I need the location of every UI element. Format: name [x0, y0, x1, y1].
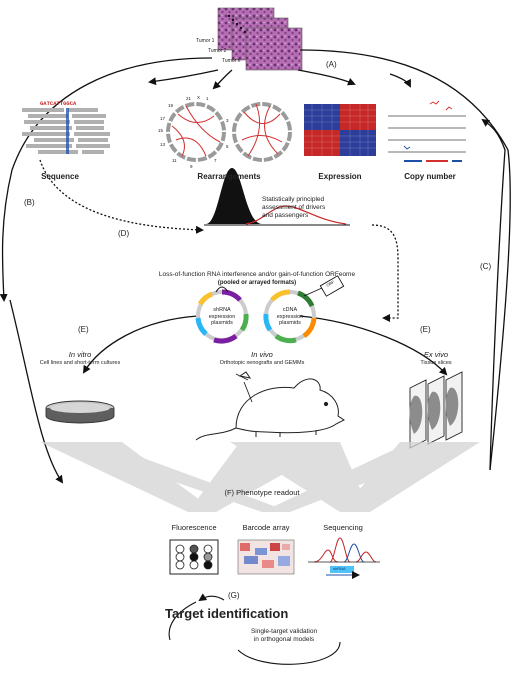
chrom-label-9: 9 [190, 164, 193, 169]
arrow-e-right [299, 315, 448, 376]
step-e-right-label: (E) [420, 325, 431, 334]
barcode-array-label: Barcode array [242, 523, 290, 532]
screen-format: (pooled or arrayed formats) [217, 280, 297, 286]
validation-loop [168, 593, 341, 665]
chrom-label-11: 11 [172, 158, 177, 163]
shrna-plasmid-label: shRNA expression plasmids [209, 307, 236, 327]
statistics-line-2: assessment of drivers [262, 204, 326, 211]
circos-plot-1 [166, 102, 226, 162]
copy-number-label: Copy number [404, 172, 456, 181]
sequence-label: Sequence [41, 172, 79, 181]
tumor-n-label: Tumor n [222, 58, 241, 64]
screen-description: Loss-of-function RNA interference and/or… [158, 271, 356, 278]
workflow-arrows [0, 49, 511, 484]
arrow-stats-to-screen [371, 224, 399, 322]
tumor-1-label: Tumor 1 [196, 38, 215, 44]
arrow-to-sequence [148, 69, 219, 86]
chrom-label-17: 17 [160, 116, 166, 121]
target-identification-title: Target identification [165, 606, 289, 621]
chrom-label-x: X [197, 95, 201, 100]
arrow-c-head [481, 118, 506, 471]
copy-number-tracks [388, 100, 466, 162]
validation-line-2: in orthogonal models [253, 636, 315, 643]
step-a-label: (A) [326, 60, 337, 69]
tumor-2-label: Tumor 2 [208, 48, 227, 54]
step-d-label: (D) [118, 229, 130, 238]
phenotype-funnel [40, 442, 480, 512]
sequencing-label: Sequencing [323, 523, 363, 532]
cdna-label-line-3: plasmids [279, 320, 301, 326]
chrom-label-5: 5 [226, 144, 229, 149]
mouse-icon [195, 371, 345, 441]
step-g-label: (G) [228, 591, 240, 600]
arrow-b-bottom [9, 299, 64, 484]
arrow-c-line [299, 49, 511, 471]
circos-plot-2 [232, 102, 292, 162]
arrow-to-expression [297, 69, 356, 86]
sequencing-tag-label: shRNA [333, 566, 346, 571]
chrom-label-13: 13 [160, 142, 166, 147]
expression-label: Expression [318, 172, 362, 181]
in-vivo-title: In vivo [251, 350, 273, 359]
ex-vivo-subtitle: Tissue slices [420, 360, 452, 366]
shrna-label-line-1: shRNA [213, 307, 231, 313]
validation-line-1: Single-target validation [250, 628, 318, 635]
culture-dish-icon [45, 400, 115, 424]
barcode-array-icon [237, 539, 295, 575]
arrow-d [39, 159, 204, 234]
fluorescence-label: Fluorescence [171, 523, 217, 532]
in-vitro-subtitle: Cell lines and short-term cultures [39, 360, 121, 366]
loop-arc-bottom [237, 641, 341, 665]
chrom-label-7: 7 [214, 158, 217, 163]
chrom-label-3: 3 [226, 118, 229, 123]
arrow-b-top [0, 57, 213, 302]
loop-arc-left [168, 601, 197, 641]
cdna-plasmid [263, 275, 345, 344]
loop-arrow-top [198, 593, 225, 602]
shrna-label-line-3: plasmids [211, 320, 233, 326]
sequence-read-text: GATCATTGGCA [40, 100, 77, 107]
arrow-to-copy-number [389, 73, 411, 88]
shrna-label-line-2: expression [208, 313, 236, 320]
cdna-label-line-1: cDNA [282, 307, 298, 313]
step-e-left-label: (E) [78, 325, 89, 334]
chrom-label-15: 15 [158, 128, 164, 133]
tumor-slides [217, 7, 303, 71]
tissue-slices-icon [409, 371, 463, 449]
step-c-label: (C) [480, 262, 492, 271]
in-vitro-title: In vitro [68, 350, 92, 359]
statistics-line-1: Statistically principled [262, 196, 325, 203]
cdna-label-line-2: expression [276, 313, 304, 320]
shrna-plasmid [195, 286, 249, 344]
phenotype-readout-label: (F) Phenotype readout [224, 488, 300, 497]
driver-passenger-distributions [204, 168, 350, 226]
statistics-line-3: and passengers [262, 212, 309, 219]
sequencing-trace-icon [308, 537, 380, 579]
step-b-label: (B) [24, 198, 35, 207]
arrow-e-left [82, 315, 199, 374]
well-plate-icon [169, 539, 219, 575]
chrom-label-1: 1 [206, 96, 209, 101]
ex-vivo-title: Ex vivo [423, 350, 449, 359]
chrom-label-19: 19 [168, 103, 174, 108]
rearrangements-label: Rearrangements [197, 172, 261, 181]
in-vivo-subtitle: Orthotopic xenografts and GEMMs [219, 360, 305, 366]
expression-heatmap [304, 104, 376, 156]
chrom-label-21: 21 [186, 96, 192, 101]
arrow-to-rearrangements [212, 69, 233, 90]
tumor-slide-n [245, 27, 303, 71]
statistics-description: Statistically principled assessment of d… [262, 196, 325, 220]
cdna-plasmid-label: cDNA expression plasmids [277, 307, 304, 327]
sequence-alignment [22, 108, 110, 154]
validation-note: Single-target validation in orthogonal m… [251, 628, 317, 644]
circos-plots [166, 102, 292, 162]
